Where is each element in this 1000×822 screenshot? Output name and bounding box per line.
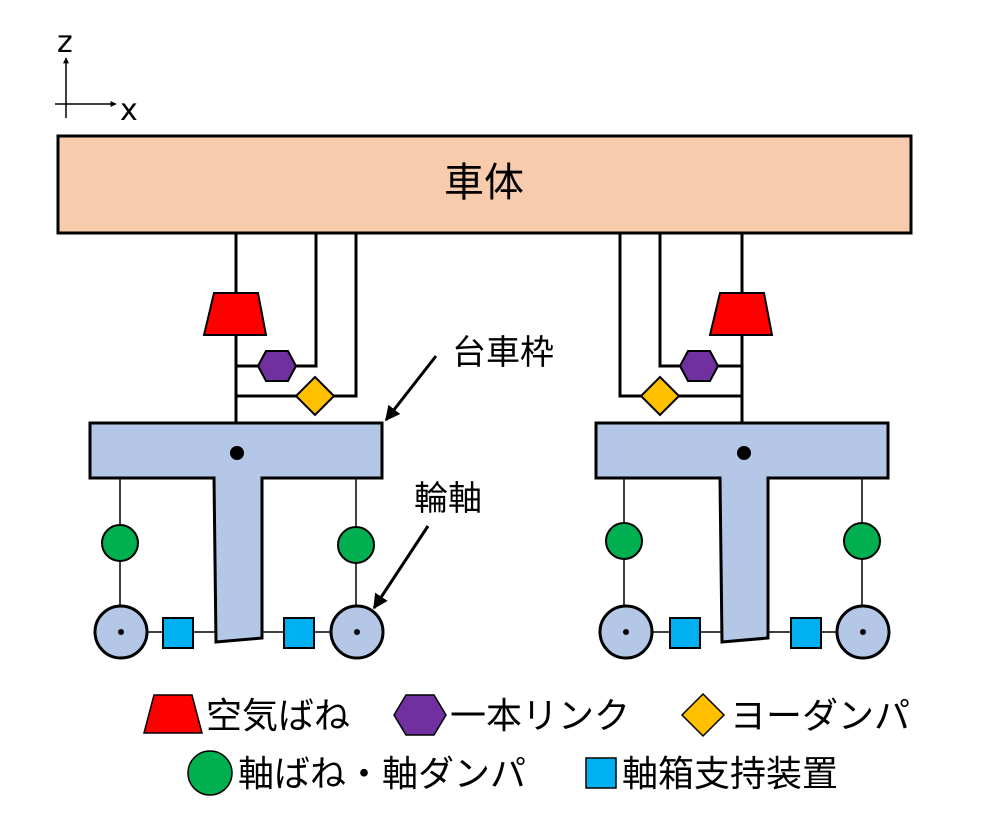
left-front-wheel-axle (118, 629, 124, 635)
left-air-spring (202, 292, 268, 336)
right-bogie-pivot (737, 446, 751, 460)
left-front-axle-box (162, 617, 194, 649)
legend-label-air-spring: 空気ばね (206, 696, 350, 737)
left-rear-axle-spring (337, 526, 375, 564)
car-body: 車体 (56, 134, 913, 235)
legend-item-air-spring: 空気ばね (143, 694, 350, 737)
right-rear-axle-spring (843, 522, 881, 560)
legend-label-single-link: 一本リンク (450, 696, 630, 737)
left-single-link (256, 350, 298, 382)
legend-item-yaw-damper: ヨーダンパ (680, 692, 910, 738)
z-axis-label: z (57, 25, 73, 60)
left-front-axle-spring (101, 524, 139, 562)
bogie-frame-callout-arrow (384, 355, 438, 422)
car-body-rect (56, 134, 913, 235)
left-yaw-damper-bracket (236, 233, 358, 398)
legend-item-axle-spring: 軸ばね・軸ダンパ (187, 750, 526, 796)
right-air-spring (708, 292, 774, 336)
left-rear-wheel-axle (354, 629, 360, 635)
trapezoid-icon (143, 694, 203, 734)
right-front-wheel-axle (623, 629, 629, 635)
wheelset-callout-arrow (372, 525, 430, 610)
right-single-link (678, 350, 720, 382)
legend-label-axle-box-support: 軸箱支持装置 (622, 754, 838, 795)
right-rear-axle-box (790, 617, 822, 649)
legend-item-single-link: 一本リンク (393, 694, 630, 737)
car-body-label: 車体 (444, 160, 524, 206)
x-axis-label: x (120, 93, 138, 128)
wheelset-callout-label: 輪軸 (414, 479, 482, 519)
right-bogie (594, 233, 891, 660)
callouts: 台車枠 輪軸 (372, 333, 554, 610)
right-front-axle-box (669, 617, 701, 649)
axis-indicator: z x (55, 25, 138, 128)
left-yaw-damper (294, 375, 336, 417)
left-bogie (88, 233, 385, 660)
legend-label-axle-spring: 軸ばね・軸ダンパ (238, 754, 526, 795)
hexagon-icon (393, 694, 447, 736)
right-yaw-damper-bracket (618, 233, 742, 398)
legend-label-yaw-damper: ヨーダンパ (730, 696, 910, 737)
left-bogie-pivot (230, 446, 244, 460)
circle-icon (187, 750, 233, 796)
bogie-frame-callout-label: 台車枠 (452, 333, 554, 373)
left-bogie-frame (88, 421, 384, 644)
legend: 空気ばね 一本リンク ヨーダンパ 軸ばね・軸ダンパ 軸箱支持装置 (143, 692, 910, 796)
left-rear-axle-box (283, 617, 315, 649)
square-icon (585, 757, 617, 789)
right-yaw-damper (639, 375, 681, 417)
right-front-axle-spring (605, 522, 643, 560)
diamond-icon (680, 692, 726, 738)
right-bogie-frame (594, 421, 890, 644)
right-rear-wheel-axle (860, 629, 866, 635)
legend-item-axle-box-support: 軸箱支持装置 (585, 754, 838, 795)
